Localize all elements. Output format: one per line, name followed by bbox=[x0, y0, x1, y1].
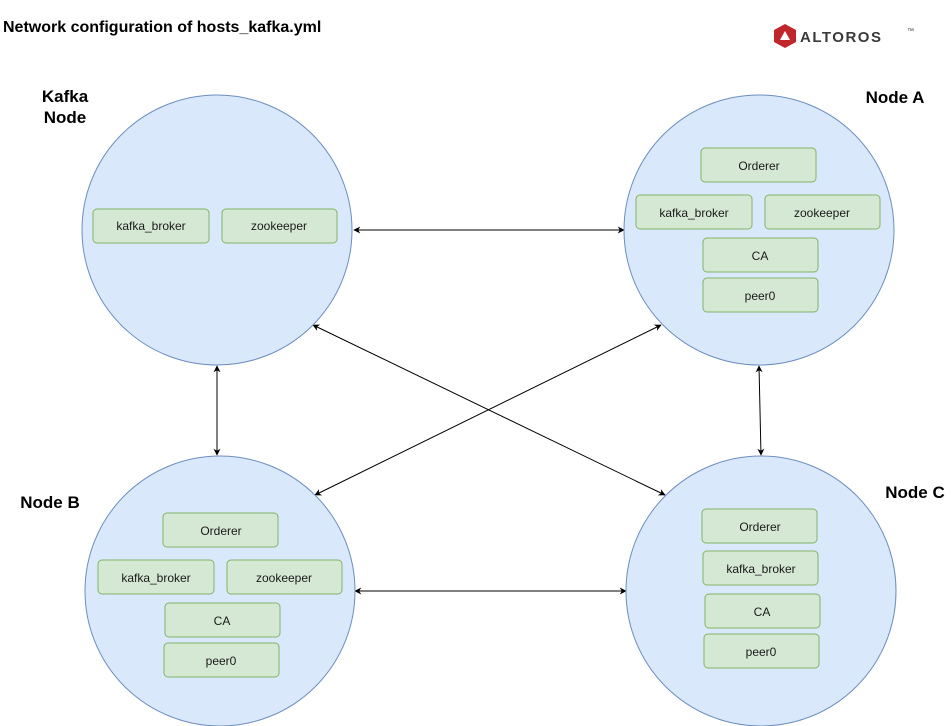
connections bbox=[213, 226, 765, 595]
service-label: zookeeper bbox=[256, 571, 312, 585]
altoros-logo-mark-inner bbox=[780, 31, 790, 40]
service-box-peer0: peer0 bbox=[163, 642, 280, 678]
service-box-orderer: Orderer bbox=[701, 508, 818, 544]
node-a-label: Node A bbox=[866, 88, 925, 107]
node-b-label: Node B bbox=[20, 493, 80, 512]
service-box-orderer: Orderer bbox=[162, 512, 279, 548]
altoros-logo-trademark: ™ bbox=[907, 28, 914, 35]
service-label: kafka_broker bbox=[659, 206, 728, 220]
service-label: zookeeper bbox=[251, 219, 307, 233]
node-c-circle bbox=[625, 455, 897, 726]
service-label: peer0 bbox=[745, 289, 776, 303]
kafka-node-circle bbox=[81, 94, 353, 366]
service-box-ca: CA bbox=[702, 237, 819, 273]
service-label: Orderer bbox=[200, 524, 241, 538]
service-label: kafka_broker bbox=[121, 571, 190, 585]
service-label: Orderer bbox=[738, 159, 779, 173]
node-c-label: Node C bbox=[885, 483, 945, 502]
altoros-logo-text: ALTOROS bbox=[800, 29, 882, 46]
kafka-node-label-line2: Node bbox=[44, 108, 87, 127]
service-label: CA bbox=[214, 614, 231, 628]
service-label: peer0 bbox=[746, 645, 777, 659]
node-a: Node A Orderer kafka_broker zookeeper CA… bbox=[623, 88, 925, 366]
node-a-circle bbox=[623, 94, 895, 366]
service-label: zookeeper bbox=[794, 206, 850, 220]
node-b: Node B Orderer kafka_broker zookeeper CA… bbox=[20, 455, 356, 726]
service-box-ca: CA bbox=[704, 593, 821, 629]
altoros-logo: ALTOROS ™ bbox=[774, 24, 914, 48]
connection-node-a-node-c bbox=[755, 365, 765, 456]
node-c: Node C Orderer kafka_broker CA peer0 bbox=[625, 455, 945, 726]
service-label: Orderer bbox=[739, 520, 780, 534]
service-box-kafka-broker: kafka_broker bbox=[635, 194, 753, 230]
service-box-kafka-broker: kafka_broker bbox=[702, 550, 819, 586]
service-label: kafka_broker bbox=[116, 219, 185, 233]
service-box-orderer: Orderer bbox=[700, 147, 817, 183]
diagram-title: Network configuration of hosts_kafka.yml bbox=[3, 19, 321, 36]
connection-node-a-node-b bbox=[314, 324, 662, 496]
service-label: CA bbox=[754, 605, 771, 619]
service-label: CA bbox=[752, 249, 769, 263]
node-b-circle bbox=[84, 455, 356, 726]
service-box-kafka-broker: kafka_broker bbox=[92, 208, 210, 244]
kafka-node-label-line1: Kafka bbox=[42, 87, 89, 106]
service-label: kafka_broker bbox=[726, 562, 795, 576]
service-box-zookeeper: zookeeper bbox=[764, 194, 881, 230]
service-label: peer0 bbox=[206, 654, 237, 668]
service-box-peer0: peer0 bbox=[702, 277, 819, 313]
service-box-peer0: peer0 bbox=[703, 633, 820, 669]
kafka-node: Kafka Node kafka_broker zookeeper bbox=[42, 87, 353, 366]
service-box-ca: CA bbox=[164, 602, 281, 638]
service-box-kafka-broker: kafka_broker bbox=[97, 559, 215, 595]
service-box-zookeeper: zookeeper bbox=[221, 208, 338, 244]
service-box-zookeeper: zookeeper bbox=[226, 559, 343, 595]
